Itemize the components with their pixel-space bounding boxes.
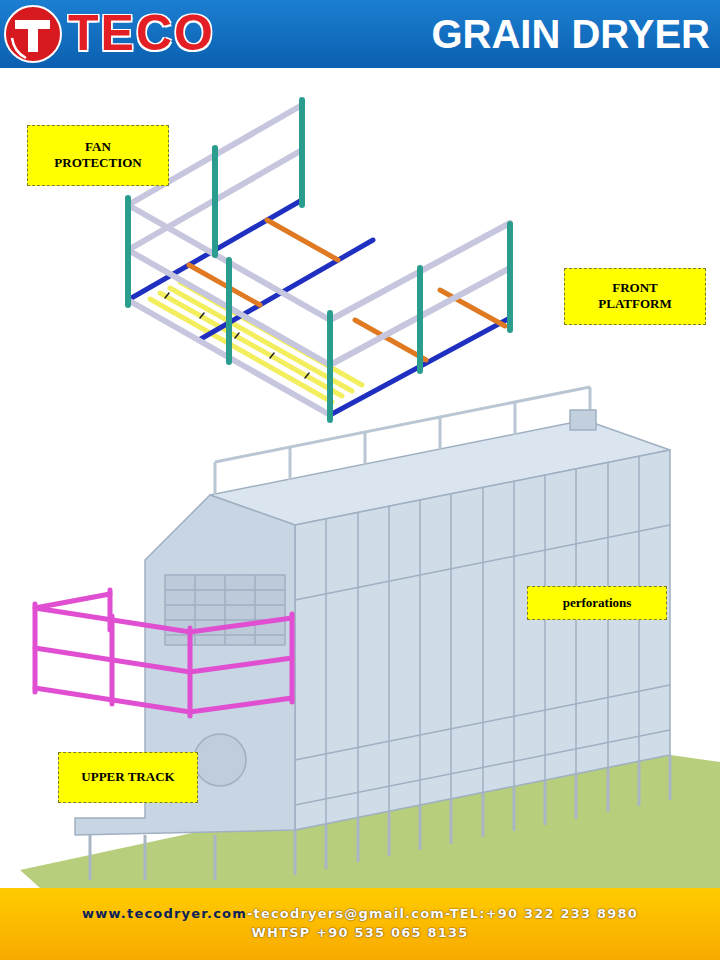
title-slot: GRAIN DRYER bbox=[431, 10, 710, 58]
cross-beam bbox=[189, 220, 505, 360]
vent-box bbox=[570, 410, 596, 430]
footer-bar bbox=[0, 888, 720, 960]
callout-box: UPPER TRACK bbox=[58, 752, 198, 803]
callout-text: perforations bbox=[563, 595, 632, 611]
brand-wordmark: TECO bbox=[68, 3, 215, 63]
hopper-line bbox=[295, 525, 670, 805]
logo-circle bbox=[5, 6, 61, 62]
module-divider bbox=[326, 456, 639, 824]
footer-website: www.tecodryer.com bbox=[82, 906, 247, 921]
callout-text: FAN PROTECTION bbox=[48, 139, 148, 171]
platform-post bbox=[35, 590, 292, 716]
mounted-platform bbox=[35, 590, 292, 716]
page-title: GRAIN DRYER bbox=[431, 10, 710, 58]
floor-beam bbox=[128, 200, 510, 415]
burner-housing bbox=[194, 734, 246, 786]
dryer-body bbox=[75, 387, 670, 880]
callout-text: FRONT PLATFORM bbox=[585, 280, 685, 312]
platform-rail bbox=[35, 594, 292, 712]
logo-swoosh bbox=[12, 38, 26, 58]
callout-box: perforations bbox=[527, 586, 667, 620]
logo-mark bbox=[5, 6, 61, 62]
top-rail bbox=[215, 387, 590, 495]
footer-whatsapp: WHTSP +90 535 065 8135 bbox=[252, 925, 469, 940]
rail-post bbox=[128, 100, 510, 420]
callout-text: UPPER TRACK bbox=[81, 769, 174, 785]
logo-slot: TECO bbox=[68, 3, 215, 63]
callout-box: FAN PROTECTION bbox=[27, 125, 169, 186]
callout-box: FRONT PLATFORM bbox=[564, 268, 706, 325]
dryer-side bbox=[295, 450, 670, 830]
grid-line bbox=[165, 575, 285, 645]
fan-grid bbox=[165, 575, 285, 645]
dryer-front bbox=[75, 495, 295, 835]
guard-rail bbox=[128, 105, 510, 415]
logo-glyph bbox=[15, 20, 50, 52]
platform-frame bbox=[128, 100, 510, 420]
footer-contact: -tecodryers@gmail.com-TEL:+90 322 233 89… bbox=[247, 906, 638, 921]
footer-line: www.tecodryer.com-tecodryers@gmail.com-T… bbox=[0, 904, 720, 923]
footer-text: www.tecodryer.com-tecodryers@gmail.com-T… bbox=[0, 904, 720, 942]
footer-line: WHTSP +90 535 065 8135 bbox=[0, 923, 720, 942]
